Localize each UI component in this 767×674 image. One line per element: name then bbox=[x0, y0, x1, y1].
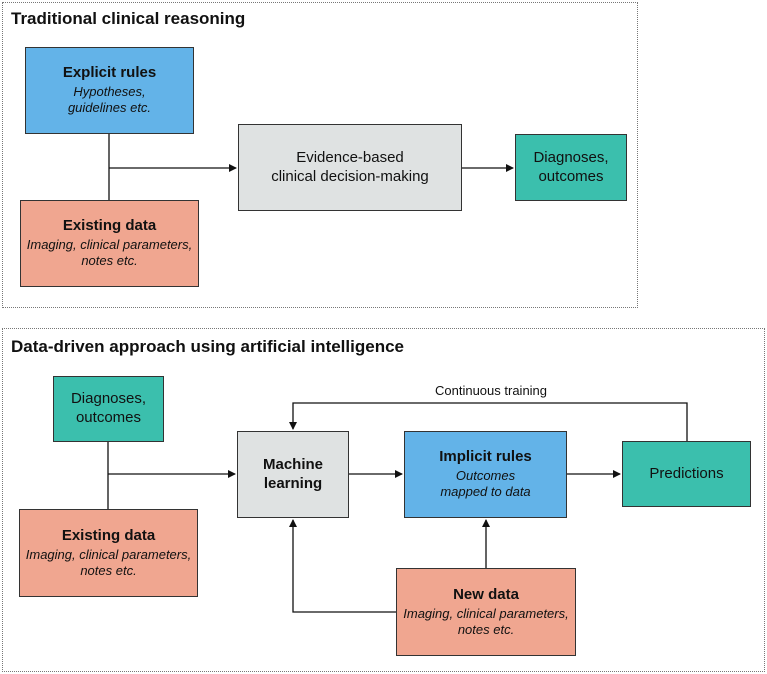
continuous-training-label: Continuous training bbox=[435, 383, 548, 398]
diagnoses-2-line1: Diagnoses, bbox=[70, 390, 147, 408]
implicit-rules-subtitle-line2: mapped to data bbox=[440, 484, 531, 500]
new-data-subtitle: Imaging, clinical parameters, notes etc. bbox=[403, 605, 569, 637]
diagnoses-box-1: Diagnoses, outcomes bbox=[515, 134, 627, 201]
diagnoses-box-2: Diagnoses, outcomes bbox=[53, 376, 164, 442]
machine-learning-line2: learning bbox=[263, 474, 323, 492]
existing-data-subtitle-2: Imaging, clinical parameters, notes etc. bbox=[25, 546, 192, 578]
evidence-line1: Evidence-based bbox=[296, 148, 404, 166]
existing-data-subtitle-1: Imaging, clinical parameters, notes etc. bbox=[26, 237, 193, 269]
panel-title-traditional: Traditional clinical reasoning bbox=[11, 9, 246, 28]
existing-data-title-2: Existing data bbox=[61, 526, 156, 544]
panel-ai bbox=[2, 328, 765, 672]
new-data-title: New data bbox=[453, 585, 519, 603]
existing-data-box-1: Existing data Imaging, clinical paramete… bbox=[20, 200, 199, 287]
explicit-rules-subtitle: Hypotheses, guidelines etc. bbox=[67, 84, 152, 116]
existing-data-title-1: Existing data bbox=[62, 217, 157, 235]
panel-title-ai: Data-driven approach using artificial in… bbox=[11, 337, 404, 356]
implicit-rules-title: Implicit rules bbox=[439, 448, 532, 466]
panel-traditional bbox=[2, 2, 638, 308]
diagnoses-1-line1: Diagnoses, bbox=[533, 148, 609, 166]
existing-data-box-2: Existing data Imaging, clinical paramete… bbox=[19, 509, 198, 597]
diagnoses-2-line2: outcomes bbox=[75, 409, 142, 426]
machine-learning-box: Machine learning bbox=[237, 431, 349, 518]
explicit-rules-title: Explicit rules bbox=[62, 64, 157, 82]
diagnoses-1-line2: outcomes bbox=[538, 167, 604, 185]
new-data-box: New data Imaging, clinical parameters, n… bbox=[396, 568, 576, 656]
predictions-label: Predictions bbox=[649, 464, 724, 482]
predictions-box: Predictions bbox=[622, 441, 751, 507]
evidence-based-box: Evidence-based clinical decision-making bbox=[238, 124, 462, 211]
machine-learning-line1: Machine bbox=[262, 455, 323, 473]
evidence-line2: clinical decision-making bbox=[271, 167, 429, 185]
explicit-rules-box: Explicit rules Hypotheses, guidelines et… bbox=[25, 47, 194, 134]
implicit-rules-subtitle-line1: Outcomes bbox=[455, 468, 516, 484]
implicit-rules-box: Implicit rules Outcomes mapped to data bbox=[404, 431, 567, 518]
